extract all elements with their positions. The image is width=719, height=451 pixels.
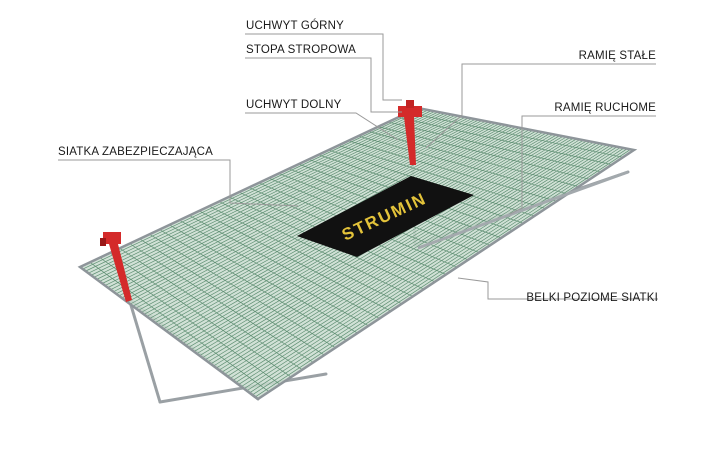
- right-bracket: [398, 100, 422, 165]
- label-horizontal-beams: BELKI POZIOME SIATKI: [526, 292, 658, 304]
- net-mesh-line: [179, 219, 369, 327]
- net-mesh-line: [89, 262, 270, 392]
- net-mesh-line: [407, 112, 624, 158]
- net-mesh-line: [189, 215, 380, 319]
- net-mesh-line: [149, 233, 336, 349]
- movable-arm: [417, 170, 629, 250]
- net-mesh-line: [388, 121, 601, 173]
- net-mesh-line: [99, 257, 281, 385]
- net-mesh-line: [109, 252, 292, 378]
- leader-lines: [58, 33, 658, 300]
- label-safety-net: SIATKA ZABEZPIECZAJĄCA: [58, 146, 214, 158]
- label-ceiling-foot: STOPA STROPOWA: [246, 44, 356, 56]
- label-fixed-arm: RAMIĘ STAŁE: [578, 50, 656, 62]
- net-mesh-line: [169, 224, 358, 334]
- net-mesh-line: [199, 210, 391, 312]
- net-mesh-line: [398, 117, 612, 165]
- net-mesh-line: [338, 145, 546, 209]
- net-mesh-line: [119, 248, 303, 370]
- net-mesh-line: [219, 201, 413, 297]
- horizontal-beams: [77, 106, 638, 401]
- net-mesh-line: [209, 205, 402, 305]
- label-movable-arm: RAMIĘ RUCHOME: [554, 102, 656, 114]
- left-bracket: [100, 232, 132, 302]
- label-lower-handle: UCHWYT DOLNY: [246, 99, 342, 111]
- net-mesh-line: [159, 229, 347, 341]
- label-upper-handle: UCHWYT GÓRNY: [246, 20, 345, 32]
- net-mesh-line: [129, 243, 314, 363]
- net-mesh-line: [368, 131, 579, 187]
- net-mesh-line: [139, 238, 325, 356]
- net-mesh-line: [358, 135, 568, 195]
